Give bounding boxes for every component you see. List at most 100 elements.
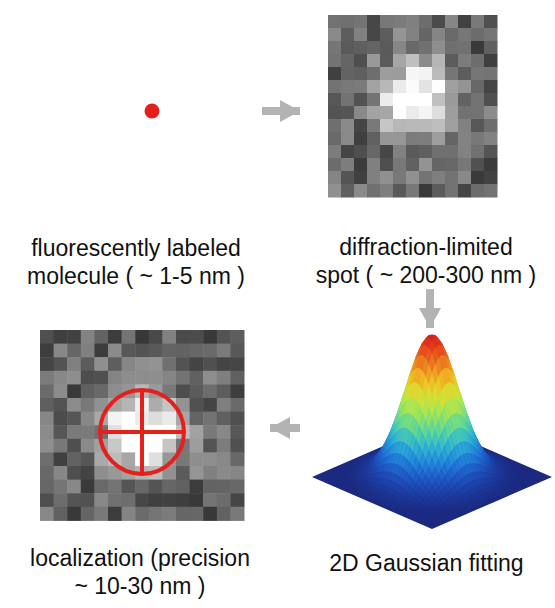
- pixel: [162, 330, 176, 344]
- pixel: [176, 357, 190, 371]
- pixel: [432, 54, 446, 68]
- pixel: [432, 15, 446, 29]
- pixel: [135, 480, 149, 494]
- pixel: [406, 80, 420, 94]
- pixel: [190, 357, 204, 371]
- pixel: [94, 330, 108, 344]
- pixel: [354, 171, 368, 185]
- pixel-image: [40, 330, 245, 521]
- pixel: [367, 184, 381, 198]
- pixel: [149, 357, 163, 371]
- molecule-dot: [145, 104, 160, 119]
- pixel: [419, 171, 433, 185]
- pixel: [354, 41, 368, 55]
- pixel: [471, 171, 485, 185]
- pixel: [203, 344, 217, 358]
- pixel: [190, 439, 204, 453]
- pixel: [419, 119, 433, 133]
- pixel: [217, 398, 231, 412]
- localization-marker: [100, 390, 184, 474]
- pixel: [328, 28, 342, 42]
- pixel: [367, 28, 381, 42]
- stage-illustration: [10, 325, 270, 545]
- pixel: [380, 132, 394, 146]
- pixel: [328, 158, 342, 172]
- pixel: [432, 171, 446, 185]
- pixel: [162, 412, 176, 426]
- pixel: [40, 371, 54, 385]
- pixel: [341, 67, 355, 81]
- pixel: [149, 371, 163, 385]
- flow-arrow: [262, 107, 300, 115]
- pixel: [108, 330, 122, 344]
- pixel: [406, 158, 420, 172]
- pixel: [108, 480, 122, 494]
- pixel: [406, 145, 420, 159]
- pixel: [176, 507, 190, 521]
- pixel: [162, 371, 176, 385]
- surface-patch: [448, 508, 454, 512]
- pixel: [108, 507, 122, 521]
- pixel: [67, 357, 81, 371]
- pixel: [203, 425, 217, 439]
- pixel: [230, 398, 244, 412]
- pixel: [445, 15, 459, 29]
- pixel: [380, 145, 394, 159]
- pixel: [354, 184, 368, 198]
- pixel: [203, 452, 217, 466]
- pixel: [94, 507, 108, 521]
- pixel: [354, 93, 368, 107]
- pixel: [393, 80, 407, 94]
- surface-patch: [416, 507, 422, 511]
- pixel: [108, 412, 122, 426]
- pixel: [135, 371, 149, 385]
- pixel: [458, 41, 472, 55]
- pixel: [419, 132, 433, 146]
- pixel: [393, 171, 407, 185]
- pixel: [190, 384, 204, 398]
- pixel: [122, 398, 136, 412]
- pixel: [445, 171, 459, 185]
- pixel: [54, 493, 68, 507]
- pixel: [40, 330, 54, 344]
- pixel: [341, 171, 355, 185]
- pixel: [341, 80, 355, 94]
- pixel: [328, 67, 342, 81]
- pixel: [108, 357, 122, 371]
- pixel: [341, 54, 355, 68]
- pixel: [471, 80, 485, 94]
- pixel: [203, 357, 217, 371]
- pixel: [445, 28, 459, 42]
- pixel: [432, 106, 446, 120]
- pixel: [54, 480, 68, 494]
- pixel: [380, 184, 394, 198]
- pixel: [230, 480, 244, 494]
- pixel: [203, 439, 217, 453]
- pixel: [445, 184, 459, 198]
- pixel: [432, 184, 446, 198]
- pixel: [203, 371, 217, 385]
- pixel: [432, 93, 446, 107]
- pixel: [471, 67, 485, 81]
- pixel: [217, 344, 231, 358]
- pixel: [380, 41, 394, 55]
- pixel: [40, 344, 54, 358]
- pixel: [67, 493, 81, 507]
- surface-patch: [457, 506, 463, 510]
- pixel: [217, 507, 231, 521]
- pixel: [419, 67, 433, 81]
- pixel: [54, 371, 68, 385]
- stage-panel: diffraction-limited spot ( ~ 200-300 nm …: [300, 12, 552, 289]
- pixel: [135, 330, 149, 344]
- pixel: [471, 93, 485, 107]
- pixel: [406, 106, 420, 120]
- pixel: [190, 371, 204, 385]
- pixel: [81, 384, 95, 398]
- pixel: [67, 452, 81, 466]
- pixel: [354, 158, 368, 172]
- stage-caption: fluorescently labeled molecule ( ~ 1-5 n…: [10, 235, 262, 290]
- pixel: [328, 119, 342, 133]
- pixel: [40, 493, 54, 507]
- pixel: [190, 466, 204, 480]
- pixel: [67, 480, 81, 494]
